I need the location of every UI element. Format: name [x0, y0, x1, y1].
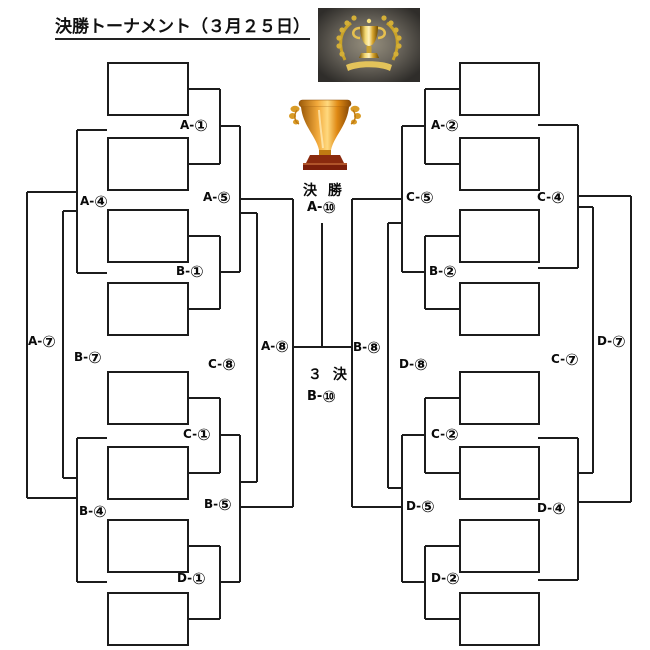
final-heading: 決 勝 — [303, 183, 342, 199]
match-label-b7: B-⑦ — [74, 348, 102, 367]
match-label-a2: A-② — [431, 116, 459, 135]
page-title: 決勝トーナメント（３月２５日） — [55, 12, 310, 40]
third-place-heading: ３ 決 — [308, 367, 347, 383]
match-label-b1: B-① — [176, 262, 204, 281]
match-label-b4: B-④ — [79, 502, 107, 521]
final-match-label: A-⑩ — [307, 198, 337, 217]
team-box-right-3 — [459, 209, 540, 263]
trophy-photo-icon — [318, 8, 420, 82]
team-box-right-5 — [459, 371, 540, 425]
team-box-left-8 — [107, 592, 189, 646]
match-label-c1: C-① — [183, 425, 211, 444]
match-label-d1: D-① — [177, 569, 206, 588]
bracket-match-a2 — [402, 88, 460, 165]
match-label-b5: B-⑤ — [204, 495, 232, 514]
bracket-match-c5 — [352, 126, 403, 272]
bracket-match-b5 — [239, 435, 293, 582]
match-label-c8: C-⑧ — [208, 355, 236, 374]
match-label-a1: A-① — [180, 116, 208, 135]
bracket-match-d1 — [189, 545, 240, 620]
bracket-match-d5 — [352, 435, 403, 582]
match-label-d8: D-⑧ — [399, 355, 428, 374]
team-box-left-1 — [107, 62, 189, 116]
bracket-match-c1 — [189, 397, 240, 474]
bracket-match-a4 — [27, 129, 107, 274]
bracket-match-d4 — [538, 437, 631, 581]
match-label-b8: B-⑧ — [353, 338, 381, 357]
bracket-match-c2 — [402, 397, 460, 474]
bracket-match-b7 — [62, 210, 77, 479]
bracket-match-b4 — [27, 437, 107, 583]
match-label-d7: D-⑦ — [597, 332, 626, 351]
team-box-right-7 — [459, 519, 540, 573]
bracket-final — [293, 223, 352, 348]
match-label-c7: C-⑦ — [551, 350, 579, 369]
team-box-right-1 — [459, 62, 540, 116]
team-box-left-6 — [107, 446, 189, 500]
bracket-match-b2 — [402, 235, 460, 310]
match-label-d2: D-② — [431, 569, 460, 588]
bracket-match-d8 — [387, 222, 402, 489]
bracket-match-b1 — [189, 235, 240, 310]
team-box-right-8 — [459, 592, 540, 646]
match-label-a8: A-⑧ — [261, 337, 289, 356]
team-box-left-7 — [107, 519, 189, 573]
trophy-clipart-icon — [289, 99, 361, 170]
match-label-a5: A-⑤ — [203, 188, 231, 207]
bracket-match-d2 — [402, 545, 460, 620]
team-box-right-6 — [459, 446, 540, 500]
bracket-match-c7 — [578, 206, 594, 474]
bracket-match-c4 — [538, 124, 631, 269]
bracket-match-c8 — [240, 212, 258, 483]
match-label-a4: A-④ — [80, 192, 108, 211]
match-label-c5: C-⑤ — [406, 188, 434, 207]
team-box-left-2 — [107, 137, 189, 191]
team-box-right-4 — [459, 282, 540, 336]
match-label-a7: A-⑦ — [28, 332, 56, 351]
match-label-b2: B-② — [429, 262, 457, 281]
bracket-match-a5 — [239, 126, 293, 272]
match-label-c4: C-④ — [537, 188, 565, 207]
match-label-d4: D-④ — [537, 499, 566, 518]
match-label-c2: C-② — [431, 425, 459, 444]
team-box-left-3 — [107, 209, 189, 263]
team-box-right-2 — [459, 137, 540, 191]
team-box-left-5 — [107, 371, 189, 425]
bracket-match-a1 — [189, 88, 240, 165]
match-label-d5: D-⑤ — [406, 497, 435, 516]
third-place-match-label: B-⑩ — [307, 387, 336, 406]
team-box-left-4 — [107, 282, 189, 336]
